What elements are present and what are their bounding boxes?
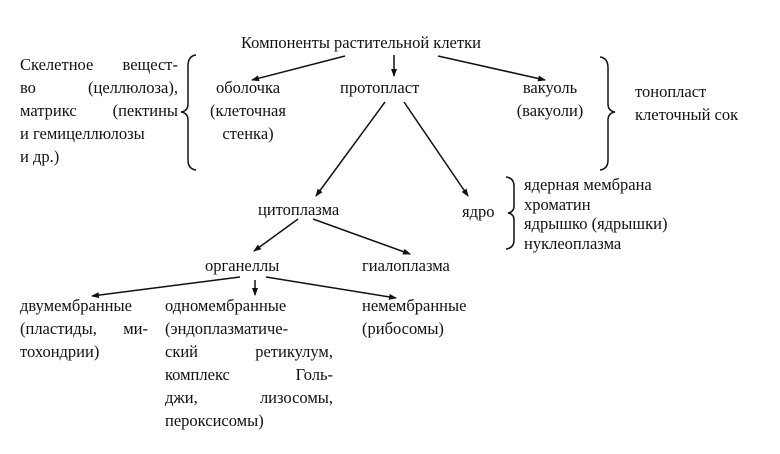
text-line: двумембранные xyxy=(20,296,132,315)
nucleus-parts: ядерная мембрана хроматин ядрышко (ядрыш… xyxy=(524,175,667,253)
text-line: (клеточная xyxy=(210,101,286,120)
text-line: и гемицеллюлозы xyxy=(20,124,145,143)
cytoplasm-node: цитоплазма xyxy=(258,200,340,219)
text-line: немембранные xyxy=(362,296,467,315)
arrow-to-organelles xyxy=(253,218,299,252)
arrow-to-hyaloplasm xyxy=(312,218,411,255)
text-line: стенка) xyxy=(222,124,274,143)
text-line: (рибосомы) xyxy=(362,319,444,338)
single-membrane-node: одномембранные (эндоплазматиче- ский рет… xyxy=(165,294,333,432)
vacuole-parts: тонопласт клеточный сок xyxy=(635,80,738,126)
text-line: матрикс (пектины xyxy=(20,101,178,120)
text-line: (пластиды, ми- xyxy=(20,319,148,338)
text-line: Скелетное вещест- xyxy=(20,55,178,74)
non-membrane-node: немембранные (рибосомы) xyxy=(362,294,466,340)
text-line: комплекс Голь- xyxy=(165,365,333,384)
hyaloplasm-node: гиалоплазма xyxy=(362,256,450,275)
text-line: (эндоплазматиче- xyxy=(165,319,289,338)
text-line: во (целлюлоза), xyxy=(20,78,178,97)
nucleus-node: ядро xyxy=(462,202,495,221)
text-line: ядрышко (ядрышки) xyxy=(524,214,668,233)
vacuole-node: вакуоль (вакуоли) xyxy=(505,76,595,122)
arrow-to-cytoplasm xyxy=(315,101,386,197)
arrow-to-cell-wall xyxy=(251,55,346,82)
text-line: нуклеоплазма xyxy=(524,233,622,253)
arrow-to-vacuole xyxy=(437,55,546,82)
text-line: ский ретикулум, xyxy=(165,342,333,361)
arrow-to-non-membrane xyxy=(265,276,397,300)
text-line: одномембранные xyxy=(165,296,287,315)
text-line: (вакуоли) xyxy=(516,101,584,120)
text-line: тохондрии) xyxy=(20,342,100,361)
nucleus-brace xyxy=(505,176,515,250)
text-line: клеточный сок xyxy=(635,105,739,124)
text-line: джи, лизосомы, xyxy=(165,388,333,407)
protoplast-node: протопласт xyxy=(340,78,420,97)
wall-composition-text: Скелетное вещест- во (целлюлоза), матрик… xyxy=(20,53,178,168)
vacuole-brace xyxy=(599,56,616,171)
double-membrane-node: двумембранные (пластиды, ми- тохондрии) xyxy=(20,294,148,363)
organelles-node: органеллы xyxy=(205,256,280,275)
arrow-to-double-membrane xyxy=(91,276,241,299)
text-line: и др.) xyxy=(20,147,60,166)
text-line: ядерная мембрана xyxy=(524,175,652,194)
text-line: хроматин xyxy=(524,194,591,214)
left-brace xyxy=(180,54,197,171)
arrow-to-nucleus xyxy=(403,101,469,197)
cell-wall-node: оболочка (клеточная стенка) xyxy=(198,76,298,145)
diagram-title: Компоненты растительной клетки xyxy=(241,33,481,52)
text-line: оболочка xyxy=(215,78,281,97)
text-line: вакуоль xyxy=(522,78,578,97)
text-line: тонопласт xyxy=(635,82,707,101)
text-line: пероксисомы) xyxy=(165,411,264,430)
